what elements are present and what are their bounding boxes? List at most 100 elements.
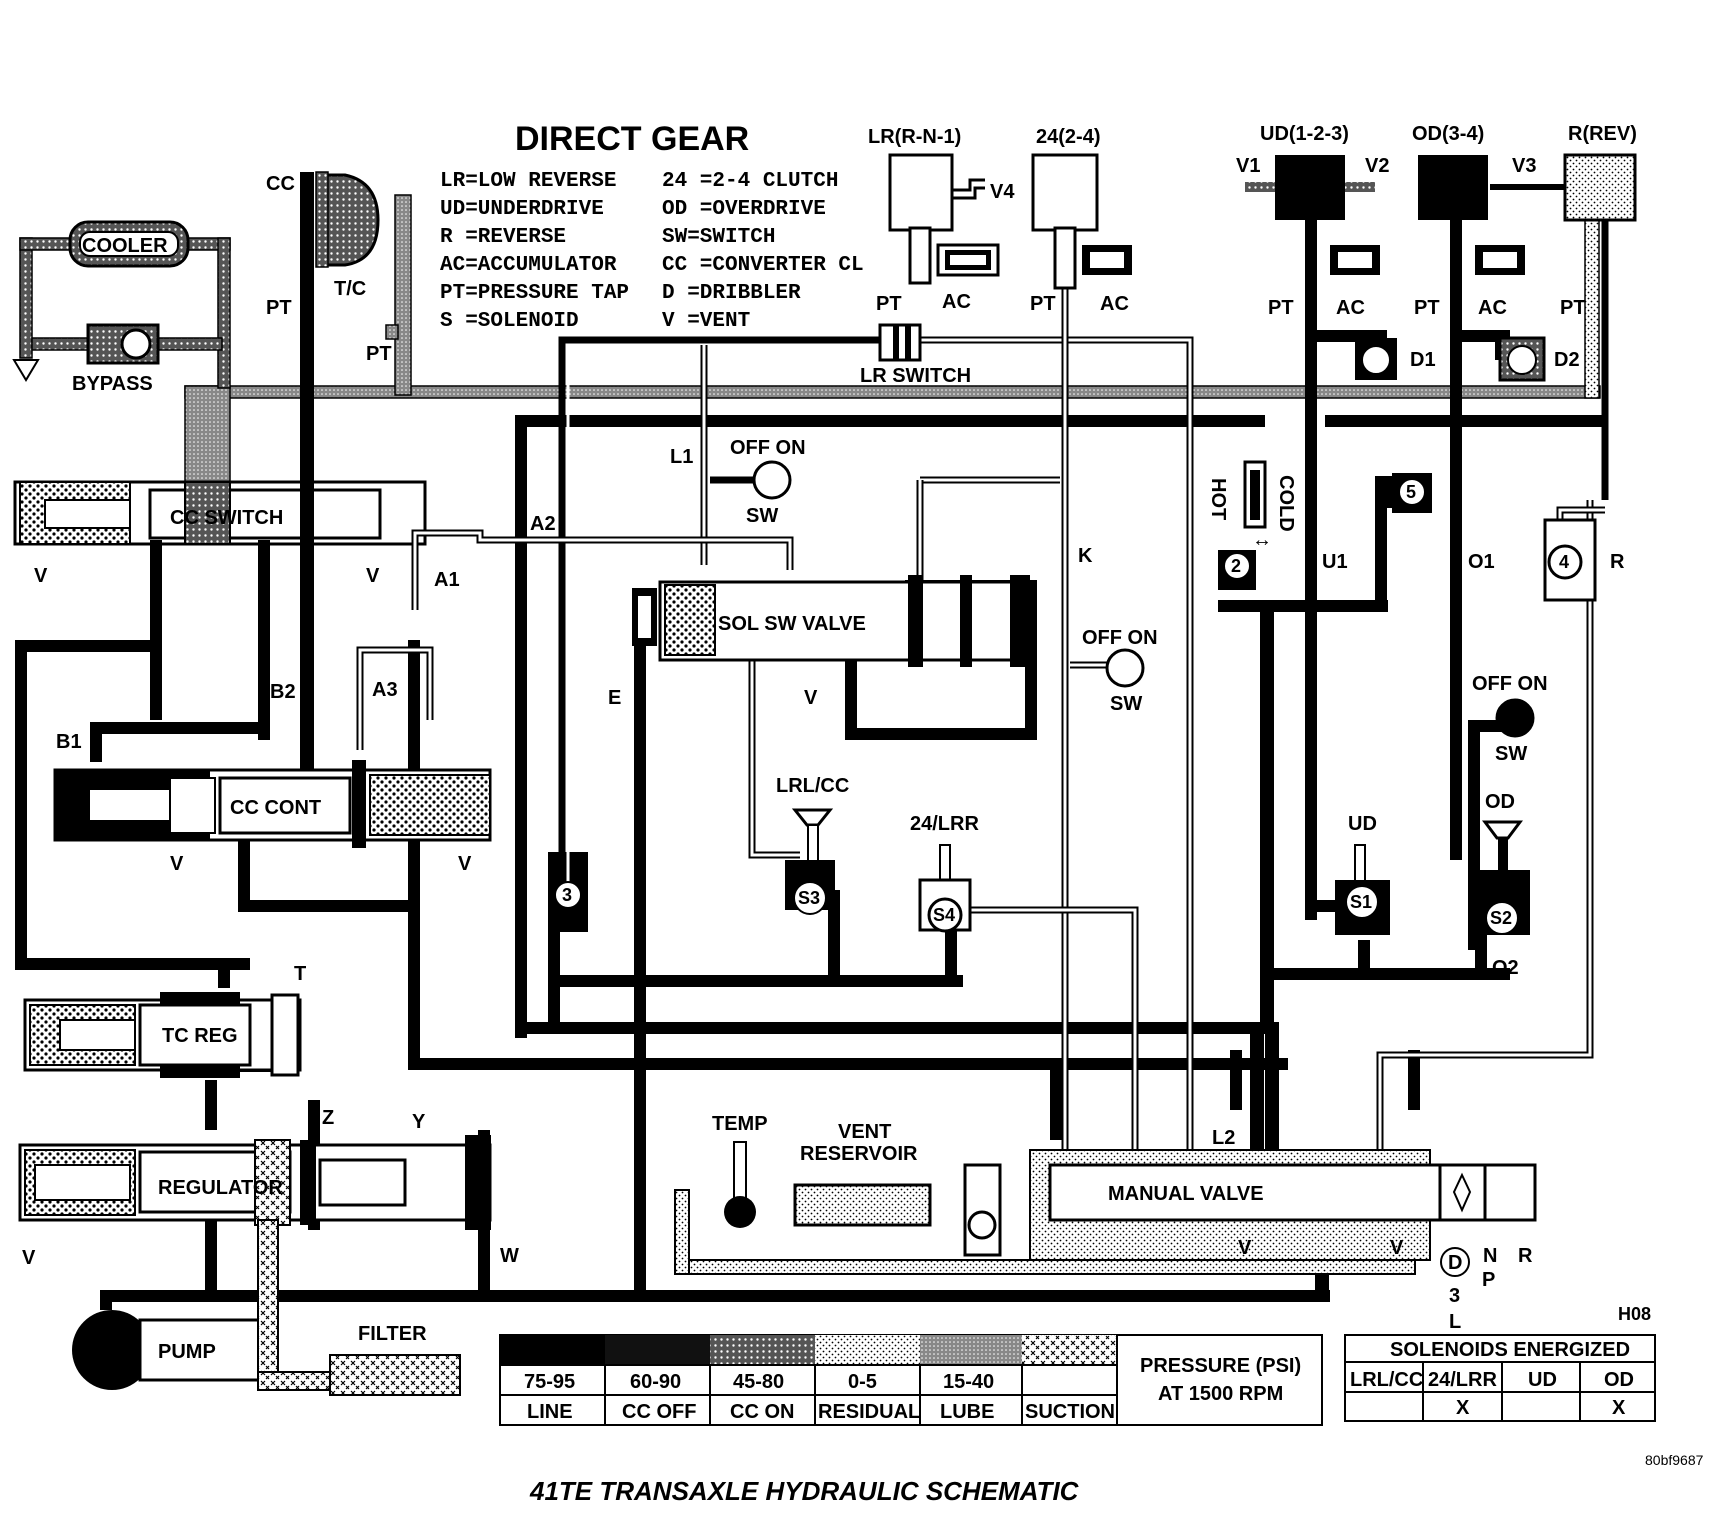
- legend-pt: PT=PRESSURE TAP: [440, 282, 629, 305]
- temp-label: TEMP: [712, 1113, 768, 1135]
- v-ccsw-2: V: [366, 565, 380, 587]
- vent-res-label-2: RESERVOIR: [800, 1143, 918, 1165]
- ac-ud: AC: [1336, 297, 1365, 319]
- sol-h-0: LRL/CC: [1350, 1369, 1423, 1391]
- legend-24: 24 =2-4 CLUTCH: [662, 170, 838, 193]
- clutch-ud-label: UD(1-2-3): [1260, 123, 1349, 145]
- clutch-od: OD(3-4) V3 PT AC D2 O1: [1412, 123, 1580, 573]
- l1-label: L1: [670, 446, 693, 468]
- w-label: W: [500, 1245, 519, 1267]
- legend-r: R =REVERSE: [440, 226, 566, 249]
- manual-valve: MANUAL VALVE L2 V V: [1048, 1127, 1537, 1259]
- sol-sw-valve-label: SOL SW VALVE: [718, 613, 866, 635]
- pt-rev: PT: [1560, 297, 1586, 319]
- lr-switch-label: LR SWITCH: [860, 365, 971, 387]
- gear-n: N: [1483, 1245, 1497, 1267]
- p-val-0: 75-95: [524, 1371, 575, 1393]
- v2-label: V2: [1365, 155, 1389, 177]
- v4-label: V4: [990, 181, 1015, 203]
- regulator-label: REGULATOR: [158, 1177, 283, 1199]
- ball4-label: 4: [1559, 552, 1569, 572]
- sw-1: SW: [746, 505, 778, 527]
- p-name-2: CC ON: [730, 1401, 794, 1423]
- diagram-caption: 41TE TRANSAXLE HYDRAULIC SCHEMATIC: [529, 1476, 1080, 1506]
- lrl-cc-label: LRL/CC: [776, 775, 849, 797]
- pressure-switch-3: OFF ON SW: [1472, 673, 1548, 765]
- o1-label: O1: [1468, 551, 1495, 573]
- p-val-4: 15-40: [943, 1371, 994, 1393]
- solenoid-s1: UD S1: [1335, 813, 1390, 935]
- p-name-5: SUCTION: [1025, 1401, 1115, 1423]
- check-ball-3: 3: [554, 881, 582, 909]
- solenoid-table: H08 SOLENOIDS ENERGIZED LRL/CC 24/LRR UD…: [1344, 1304, 1656, 1422]
- gear-3: 3: [1449, 1285, 1460, 1307]
- regulator-valve: REGULATOR V Z Y W: [18, 1107, 519, 1269]
- legend-d: D =DRIBBLER: [662, 282, 801, 305]
- pt-od: PT: [1414, 297, 1440, 319]
- d2-label: D2: [1554, 349, 1580, 371]
- cc-cont-label: CC CONT: [230, 797, 321, 819]
- clutch-od-label: OD(3-4): [1412, 123, 1484, 145]
- pt-ud: PT: [1268, 297, 1294, 319]
- legend-s: S =SOLENOID: [440, 310, 579, 333]
- pt-tc2: PT: [366, 343, 392, 365]
- ac-24: AC: [1100, 293, 1129, 315]
- cooler-circuit: COOLER BYPASS: [12, 220, 231, 395]
- s4-label: S4: [933, 905, 955, 925]
- legend-od: OD =OVERDRIVE: [662, 198, 826, 221]
- pressure-switch-2: OFF ON SW: [1082, 627, 1158, 715]
- sol-h-3: OD: [1604, 1369, 1634, 1391]
- v-cont-2: V: [458, 853, 472, 875]
- sol-table-title: SOLENOIDS ENERGIZED: [1390, 1339, 1630, 1361]
- u1-label: U1: [1322, 551, 1348, 573]
- abbreviation-legend: LR=LOW REVERSE UD=UNDERDRIVE R =REVERSE …: [440, 170, 864, 333]
- p-val-3: 0-5: [848, 1371, 877, 1393]
- gear-r: R: [1518, 1245, 1533, 1267]
- cooler-label: COOLER: [82, 235, 168, 257]
- cc-switch-valve: CC SWITCH V V A1: [13, 480, 460, 591]
- ac-od: AC: [1478, 297, 1507, 319]
- torque-converter: T/C CC PT PT: [266, 171, 399, 772]
- p-name-4: LUBE: [940, 1401, 994, 1423]
- legend-cc: CC =CONVERTER CL: [662, 254, 864, 277]
- p-name-1: CC OFF: [622, 1401, 696, 1423]
- pt-tc: PT: [266, 297, 292, 319]
- legend-v: V =VENT: [662, 310, 750, 333]
- ball2-label: 2: [1231, 556, 1241, 576]
- clutch-lr-label: LR(R-N-1): [868, 126, 961, 148]
- b1-label: B1: [56, 731, 82, 753]
- v-sol: V: [804, 687, 818, 709]
- tc-reg-label: TC REG: [162, 1025, 238, 1047]
- figure-id: 80bf9687: [1645, 1452, 1704, 1468]
- legend-ac: AC=ACCUMULATOR: [440, 254, 617, 277]
- r-label: R: [1610, 551, 1625, 573]
- clutch-lr: LR(R-N-1) V4 PT AC LR SWITCH: [860, 126, 1015, 387]
- sol-sw-valve: SOL SW VALVE V L1 A2 A3 B2 E: [270, 446, 1032, 709]
- s2-label: S2: [1490, 908, 1512, 928]
- legend-sw: SW=SWITCH: [662, 226, 775, 249]
- v-man-1: V: [1238, 1237, 1252, 1259]
- pressure-table: 75-95 60-90 45-80 0-5 15-40 LINE CC OFF …: [499, 1334, 1323, 1426]
- b2-label: B2: [270, 681, 296, 703]
- sol-h-2: UD: [1528, 1369, 1557, 1391]
- p-val-1: 60-90: [630, 1371, 681, 1393]
- clutch-24: 24(2-4) PT AC K: [1030, 126, 1132, 567]
- cc-cont-valve: CC CONT B1 V V: [53, 731, 492, 875]
- v3-label: V3: [1512, 155, 1536, 177]
- clutch-24-label: 24(2-4): [1036, 126, 1100, 148]
- clutch-ud: UD(1-2-3) V1 V2 PT AC D1 U1: [1236, 123, 1436, 573]
- v-man-2: V: [1390, 1237, 1404, 1259]
- gear-p: P: [1482, 1269, 1495, 1291]
- t-label: T: [294, 963, 306, 985]
- cc-switch-label: CC SWITCH: [170, 507, 283, 529]
- legend-lr: LR=LOW REVERSE: [440, 170, 616, 193]
- ud-sol-label: UD: [1348, 813, 1377, 835]
- sol-m-3: X: [1612, 1397, 1626, 1419]
- gear-selector: D N R 3 P L: [1440, 1245, 1533, 1333]
- filter-label: FILTER: [358, 1323, 427, 1345]
- a2-label: A2: [530, 513, 556, 535]
- sol-h-1: 24/LRR: [1428, 1369, 1497, 1391]
- off-on-2: OFF ON: [1082, 627, 1158, 649]
- solenoid-s2: OD S2 O2: [1475, 791, 1530, 979]
